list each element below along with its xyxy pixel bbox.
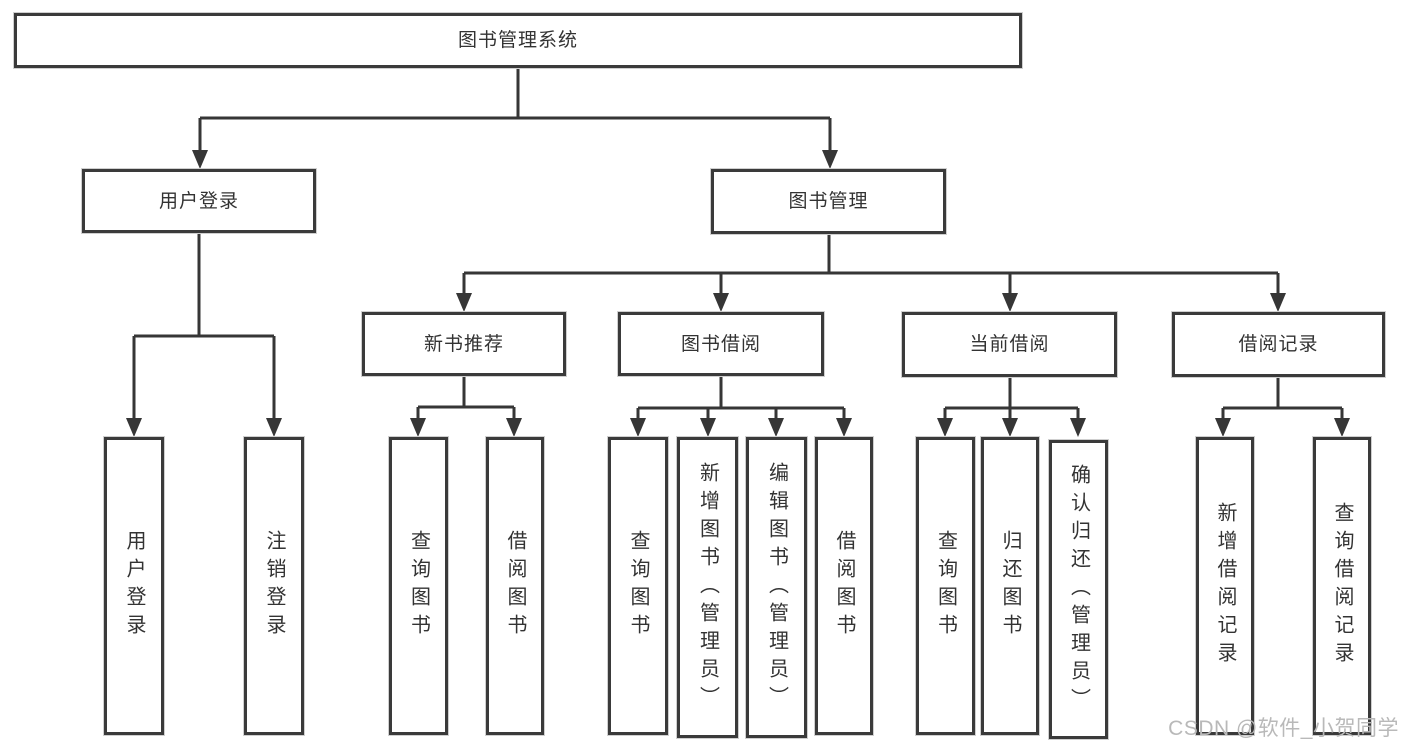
arrow-down-icon — [506, 418, 522, 437]
arrow-down-icon — [822, 150, 838, 169]
node-leaf-user-login: 用户登录 — [104, 437, 164, 735]
node-borrow-records: 借阅记录 — [1172, 312, 1385, 377]
node-label: 图书管理系统 — [457, 30, 578, 51]
node-label: 查询图书 — [627, 530, 649, 642]
node-leaf-add-borrow-record: 新增借阅记录 — [1196, 437, 1254, 735]
watermark: CSDN @软件_小贺同学 — [1168, 717, 1399, 740]
node-label: 查询借阅记录 — [1331, 502, 1353, 670]
node-label: 新增借阅记录 — [1214, 502, 1236, 670]
node-leaf-add-book-admin: 新增图书（管理员） — [677, 437, 738, 738]
node-label: 查询图书 — [934, 530, 957, 642]
connector-newbook-to-leaves — [416, 376, 516, 420]
node-label: 图书管理 — [788, 191, 869, 212]
arrow-down-icon — [192, 150, 208, 169]
node-label: 当前借阅 — [969, 334, 1050, 355]
arrow-down-icon — [700, 418, 716, 437]
node-new-book-recommend: 新书推荐 — [362, 312, 566, 376]
node-label: 新增图书（管理员） — [696, 461, 719, 714]
arrow-down-icon — [1070, 418, 1086, 437]
arrow-down-icon — [410, 418, 426, 437]
node-label: 用户登录 — [123, 530, 145, 642]
arrow-down-icon — [768, 418, 784, 437]
node-label: 用户登录 — [158, 190, 239, 212]
arrow-down-icon — [1002, 418, 1018, 437]
connector-bookmgmt-to-level3 — [462, 234, 1280, 295]
connector-borrowrecord-to-leaves — [1221, 377, 1344, 420]
connector-userlogin-to-leaves — [132, 233, 276, 420]
arrow-down-icon — [836, 418, 852, 437]
node-leaf-edit-book-admin: 编辑图书（管理员） — [746, 437, 807, 738]
node-leaf-confirm-return-admin: 确认归还（管理员） — [1049, 440, 1108, 739]
node-book-management: 图书管理 — [711, 169, 946, 234]
connector-bookborrow-to-leaves — [636, 376, 846, 420]
node-label: 编辑图书（管理员） — [765, 461, 788, 714]
node-label: 借阅图书 — [504, 530, 526, 642]
arrow-down-icon — [713, 293, 729, 312]
node-leaf-return-book: 归还图书 — [981, 437, 1039, 735]
node-label: 归还图书 — [999, 530, 1021, 642]
node-leaf-query-borrow-record: 查询借阅记录 — [1313, 437, 1371, 735]
node-leaf-query-book: 查询图书 — [389, 437, 448, 735]
node-label: 借阅记录 — [1238, 334, 1319, 355]
connector-root-to-level2 — [198, 68, 832, 151]
node-label: 确认归还（管理员） — [1067, 463, 1090, 716]
connector-currentborrow-to-leaves — [943, 377, 1080, 420]
node-book-borrow: 图书借阅 — [618, 312, 824, 376]
arrow-down-icon — [1334, 418, 1350, 437]
node-library-system: 图书管理系统 — [14, 13, 1022, 68]
node-user-login: 用户登录 — [82, 169, 316, 233]
node-label: 注销登录 — [263, 530, 285, 642]
arrow-down-icon — [1215, 418, 1231, 437]
node-leaf-query-book: 查询图书 — [916, 437, 975, 735]
arrow-down-icon — [630, 418, 646, 437]
arrow-down-icon — [1002, 293, 1018, 312]
node-leaf-borrow-book: 借阅图书 — [486, 437, 544, 735]
node-current-borrow: 当前借阅 — [902, 312, 1117, 377]
node-label: 新书推荐 — [423, 333, 504, 355]
arrow-down-icon — [937, 418, 953, 437]
arrow-down-icon — [126, 418, 142, 437]
arrow-down-icon — [1270, 293, 1286, 312]
arrow-down-icon — [456, 293, 472, 312]
node-label: 图书借阅 — [680, 333, 761, 355]
node-leaf-borrow-book: 借阅图书 — [815, 437, 873, 735]
node-label: 查询图书 — [407, 530, 430, 642]
node-leaf-logout: 注销登录 — [244, 437, 304, 735]
node-leaf-query-book: 查询图书 — [608, 437, 668, 735]
arrow-down-icon — [266, 418, 282, 437]
node-label: 借阅图书 — [833, 530, 855, 642]
